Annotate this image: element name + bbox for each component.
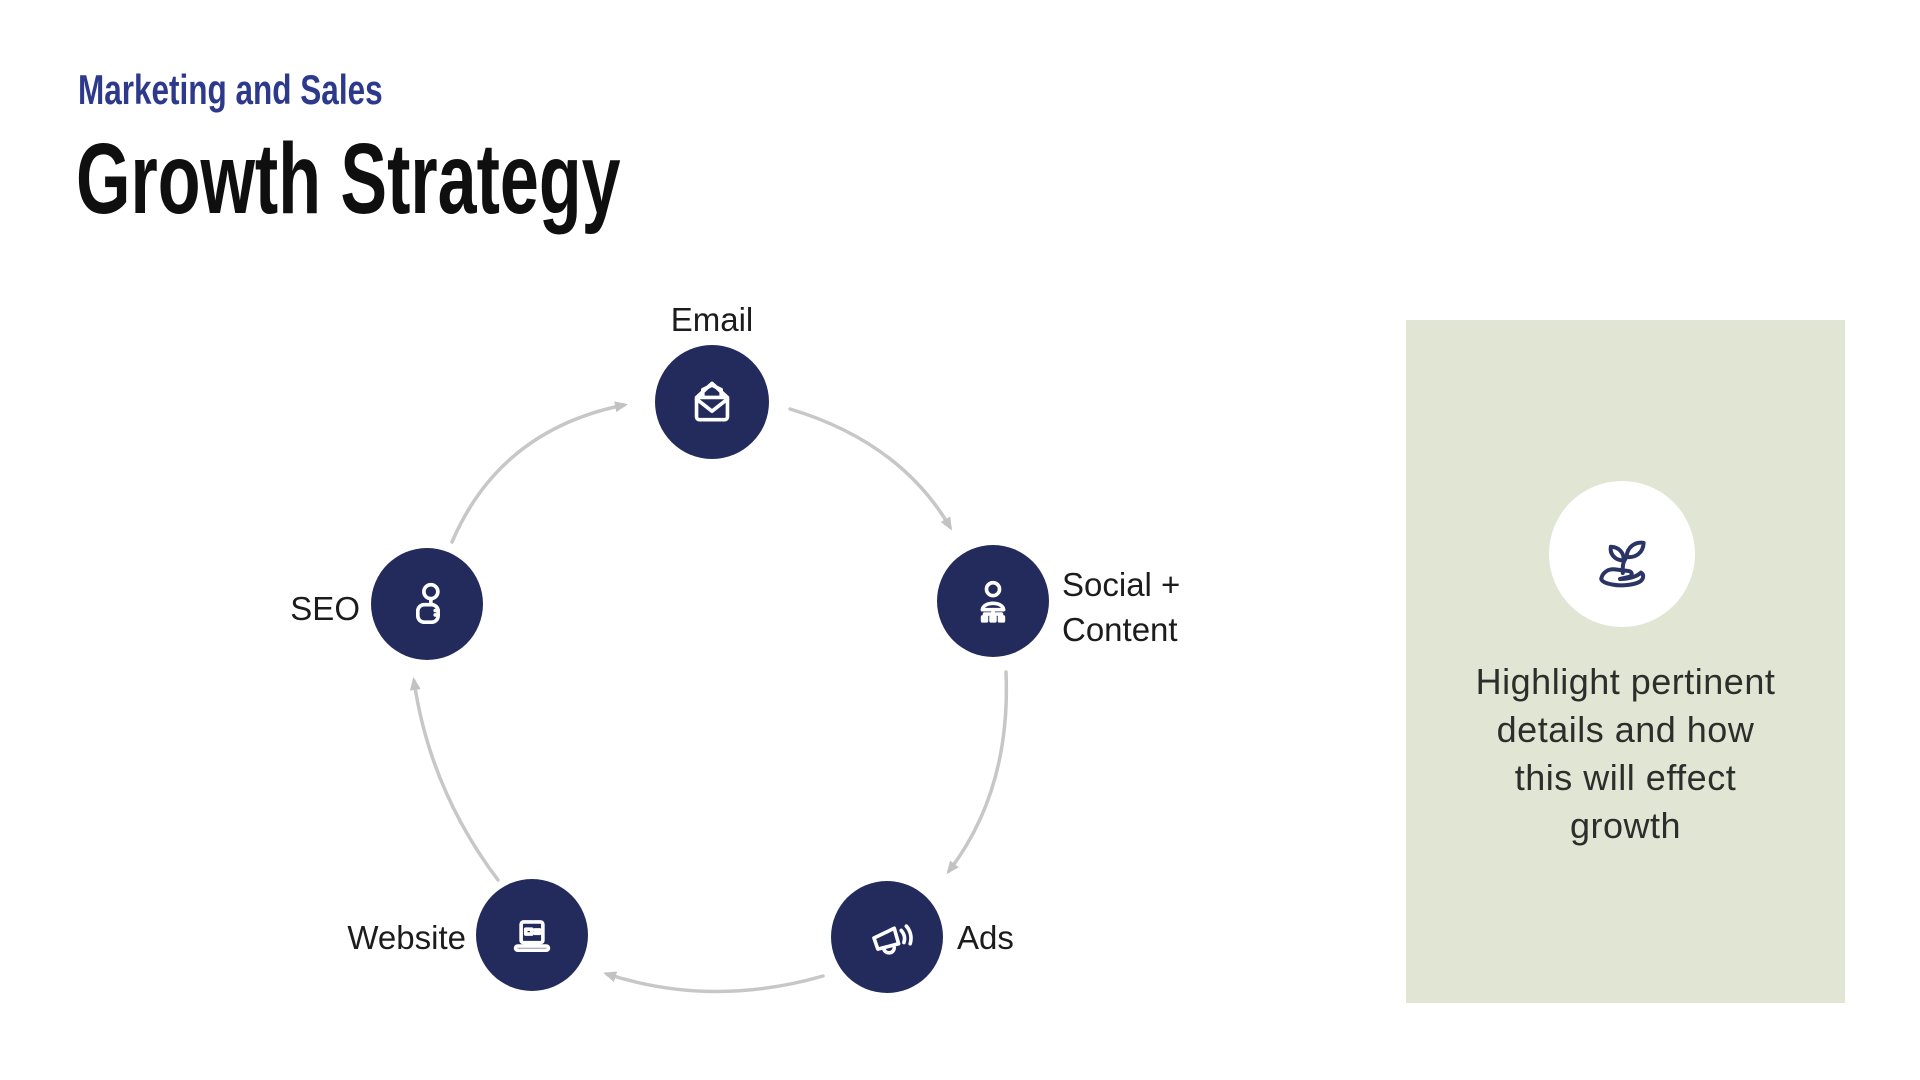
- hand-magnifier-icon: [416, 582, 440, 624]
- cycle-node-seo: [371, 548, 483, 660]
- slide-subtitle: Marketing and Sales: [78, 66, 383, 113]
- arrow-seo-to-email: [450, 401, 628, 544]
- ads-label: Ads: [957, 919, 1014, 956]
- megaphone-icon: [872, 924, 913, 955]
- arrow-email-to-social: [788, 407, 953, 531]
- page-title: Growth Strategy: [76, 123, 621, 235]
- cycle-node-social-content: [937, 545, 1049, 657]
- laptop-icon: [513, 920, 551, 953]
- arrow-social-to-ads: [946, 670, 1009, 875]
- cycle-node-website: [476, 879, 588, 991]
- email-label: Email: [670, 301, 754, 338]
- cycle-node-ads: [831, 881, 943, 993]
- seo-label: SEO: [290, 590, 360, 627]
- social-content-label: Social +Content: [1062, 566, 1181, 648]
- cycle-node-email: [655, 345, 769, 459]
- website-label: Website: [347, 919, 466, 956]
- arrow-website-to-seo: [409, 677, 500, 882]
- sprout-badge: [1549, 481, 1695, 627]
- person-network-icon: [980, 580, 1006, 623]
- sprout-in-hand-icon: [1599, 540, 1646, 588]
- open-envelope-icon: [694, 381, 730, 422]
- arrow-ads-to-website: [603, 971, 825, 994]
